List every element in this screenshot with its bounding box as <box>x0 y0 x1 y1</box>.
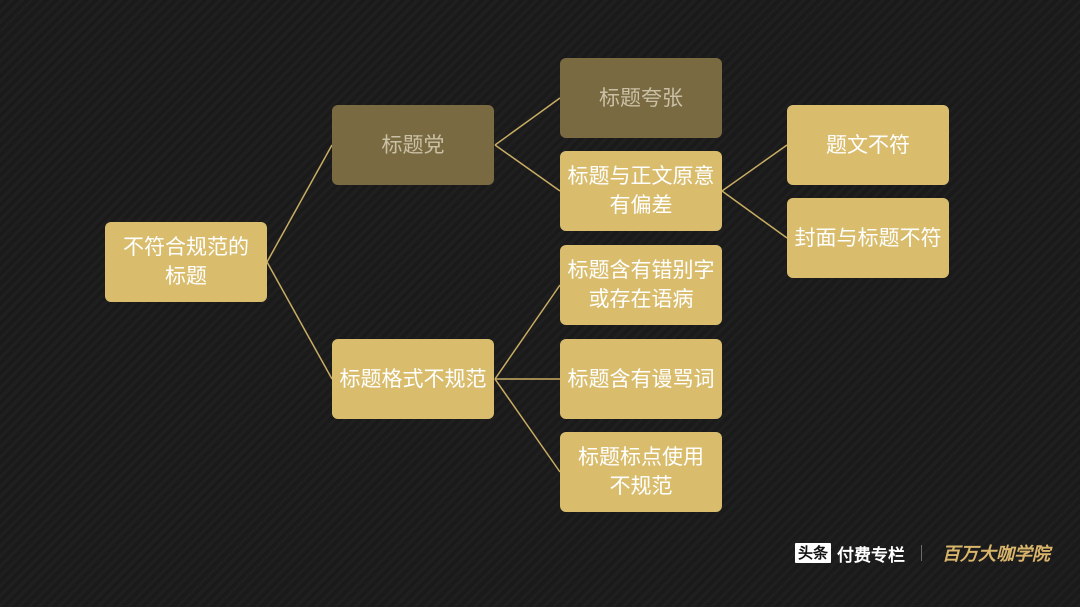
node-typo: 标题含有错别字 或存在语病 <box>560 245 722 325</box>
connector-format-to-punctuation <box>494 378 561 473</box>
node-exaggerated-label: 标题夸张 <box>599 85 683 110</box>
connector-format-to-typo <box>494 284 561 380</box>
node-clickbait-label: 标题党 <box>381 132 445 157</box>
connector-root-to-format <box>266 261 333 380</box>
node-title-mismatch: 题文不符 <box>787 105 949 185</box>
connector-clickbait-to-deviation <box>494 144 561 192</box>
footer-divider <box>921 545 923 561</box>
node-exaggerated: 标题夸张 <box>560 58 722 138</box>
node-deviation-label: 标题与正文原意 有偏差 <box>567 164 715 217</box>
node-punctuation-label: 标题标点使用 不规范 <box>578 445 704 498</box>
root-node: 不符合规范的 标题 <box>105 222 267 302</box>
node-punctuation: 标题标点使用 不规范 <box>560 432 722 512</box>
academy-logo: 百万大咖学院 <box>942 544 1051 565</box>
node-format-irregular-label: 标题格式不规范 <box>339 366 487 391</box>
node-format-irregular: 标题格式不规范 <box>332 339 494 419</box>
root-node-label: 不符合规范的 标题 <box>123 235 249 288</box>
paid-column-label: 付费专栏 <box>837 545 906 566</box>
node-typo-label: 标题含有错别字 或存在语病 <box>567 258 715 311</box>
node-abusive-label: 标题含有谩骂词 <box>567 366 715 391</box>
connector-deviation-to-mismatch <box>721 144 788 192</box>
node-title-mismatch-label: 题文不符 <box>826 132 910 157</box>
node-cover-mismatch: 封面与标题不符 <box>787 198 949 278</box>
footer-brand: 头条 付费专栏 百万大咖学院 <box>795 541 1051 566</box>
toutiao-logo: 头条 <box>795 543 832 563</box>
node-deviation: 标题与正文原意 有偏差 <box>560 151 722 231</box>
node-cover-mismatch-label: 封面与标题不符 <box>794 225 942 250</box>
connector-root-to-clickbait <box>266 144 333 263</box>
connector-deviation-to-cover <box>721 190 788 239</box>
connector-clickbait-to-exaggerated <box>494 97 561 146</box>
node-clickbait: 标题党 <box>332 105 494 185</box>
node-abusive: 标题含有谩骂词 <box>560 339 722 419</box>
